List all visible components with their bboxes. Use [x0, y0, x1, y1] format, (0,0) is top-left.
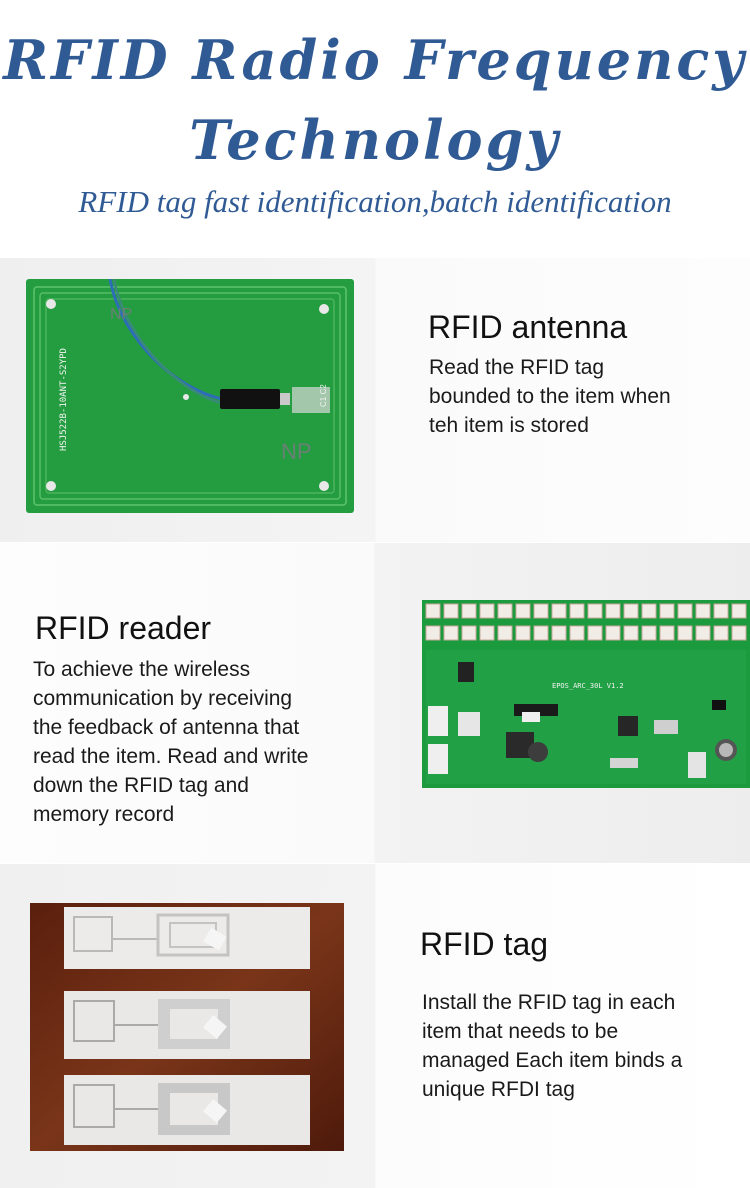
- svg-text:C1 C2: C1 C2: [319, 384, 328, 407]
- connector-block: [443, 625, 459, 641]
- connector-block: [605, 603, 621, 619]
- rfid-tag-desc-1: Install the RFID tag in each: [422, 991, 676, 1014]
- rfid-tag-heading: RFID tag: [420, 926, 549, 962]
- connector-block: [551, 625, 567, 641]
- rfid-antenna-heading: RFID antenna: [428, 309, 628, 345]
- board-marking-np-top: NP: [110, 306, 132, 323]
- connector-block: [533, 603, 549, 619]
- connector-block: [731, 625, 747, 641]
- connector-block: [587, 625, 603, 641]
- rfid-reader-photo: EPOS_ARC_30L V1.2: [422, 600, 750, 788]
- connector-block: [659, 625, 675, 641]
- section-rfid-reader: RFID reader To achieve the wireless comm…: [0, 543, 750, 863]
- connector-block: [587, 603, 603, 619]
- page-subtitle: RFID tag fast identification,batch ident…: [78, 184, 672, 219]
- connector-block: [515, 603, 531, 619]
- connector-block: [497, 603, 513, 619]
- connector-block: [479, 625, 495, 641]
- connector-block: [569, 603, 585, 619]
- rfid-reader-desc-1: To achieve the wireless: [33, 658, 251, 681]
- connector-block: [623, 625, 639, 641]
- connector-block: [695, 625, 711, 641]
- section-rfid-tag: RFID tag Install the RFID tag in each it…: [0, 864, 750, 1188]
- rfid-reader-desc-6: memory record: [33, 803, 175, 826]
- connector-block: [425, 603, 441, 619]
- connector-block: [659, 603, 675, 619]
- rfid-tag-desc-4: unique RFDI tag: [422, 1078, 575, 1101]
- connector-block: [605, 625, 621, 641]
- connector-block: [533, 625, 549, 641]
- connector-block: [425, 625, 441, 641]
- connector-block: [641, 625, 657, 641]
- connector-block: [497, 625, 513, 641]
- connector-block: [695, 603, 711, 619]
- rfid-antenna-desc-3: teh item is stored: [429, 414, 589, 437]
- antenna-board-label: HSJ522B-10ANT-S2YPD: [59, 348, 69, 451]
- rfid-reader-desc-2: communication by receiving: [33, 687, 293, 710]
- board-marking-np: NP: [281, 439, 312, 464]
- rfid-tag-desc-3: managed Each item binds a: [422, 1049, 683, 1072]
- page-title-line-1: RFID Radio Frequency: [3, 28, 747, 92]
- connector-block: [551, 603, 567, 619]
- rfid-reader-desc-5: down the RFID tag and: [33, 774, 249, 797]
- connector-block: [461, 625, 477, 641]
- connector-block: [641, 603, 657, 619]
- connector-block: [713, 603, 729, 619]
- connector-block: [731, 603, 747, 619]
- rfid-tag-photo: [30, 903, 344, 1151]
- connector-block: [713, 625, 729, 641]
- section-rfid-antenna: C1 C2 NP NP HSJ522B-10ANT-S2YPD RFID ant…: [0, 258, 750, 542]
- rfid-tag-desc-2: item that needs to be: [422, 1020, 619, 1043]
- connector-block: [677, 625, 693, 641]
- connector-block: [677, 603, 693, 619]
- connector-block: [479, 603, 495, 619]
- connector-block: [569, 625, 585, 641]
- rfid-antenna-photo: C1 C2 NP NP HSJ522B-10ANT-S2YPD: [26, 279, 354, 513]
- rfid-antenna-desc-2: bounded to the item when: [429, 385, 671, 408]
- rfid-reader-desc-4: read the item. Read and write: [33, 745, 309, 768]
- reader-board-label: EPOS_ARC_30L V1.2: [552, 682, 624, 690]
- connector-block: [443, 603, 459, 619]
- connector-block: [515, 625, 531, 641]
- rfid-reader-heading: RFID reader: [35, 610, 212, 646]
- rfid-reader-desc-3: the feedback of antenna that: [33, 716, 300, 739]
- page-header: RFID Radio Frequency Technology RFID tag…: [0, 0, 750, 258]
- connector-block: [461, 603, 477, 619]
- page-title-line-2: Technology: [189, 108, 561, 172]
- connector-block: [623, 603, 639, 619]
- rfid-antenna-desc-1: Read the RFID tag: [429, 356, 605, 379]
